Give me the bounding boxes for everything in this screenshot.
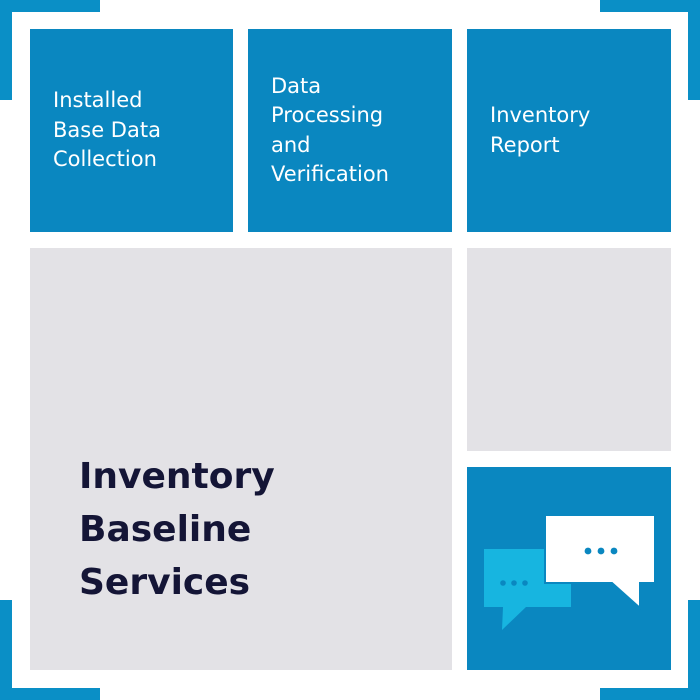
- tile-data-processing-and-verification: Data Processing and Verification: [248, 29, 452, 232]
- empty-gray-tile: [467, 248, 671, 451]
- tile-label: Inventory Report: [490, 103, 591, 157]
- tile-label: Data Processing and Verification: [271, 73, 389, 187]
- tile-inventory-report: Inventory Report: [467, 29, 671, 232]
- main-title: Inventory Baseline Services: [79, 456, 275, 603]
- tile-installed-base-data-collection: Installed Base Data Collection: [30, 29, 233, 232]
- tile-label: Installed Base Data Collection: [53, 88, 161, 172]
- main-services-panel: [30, 248, 452, 670]
